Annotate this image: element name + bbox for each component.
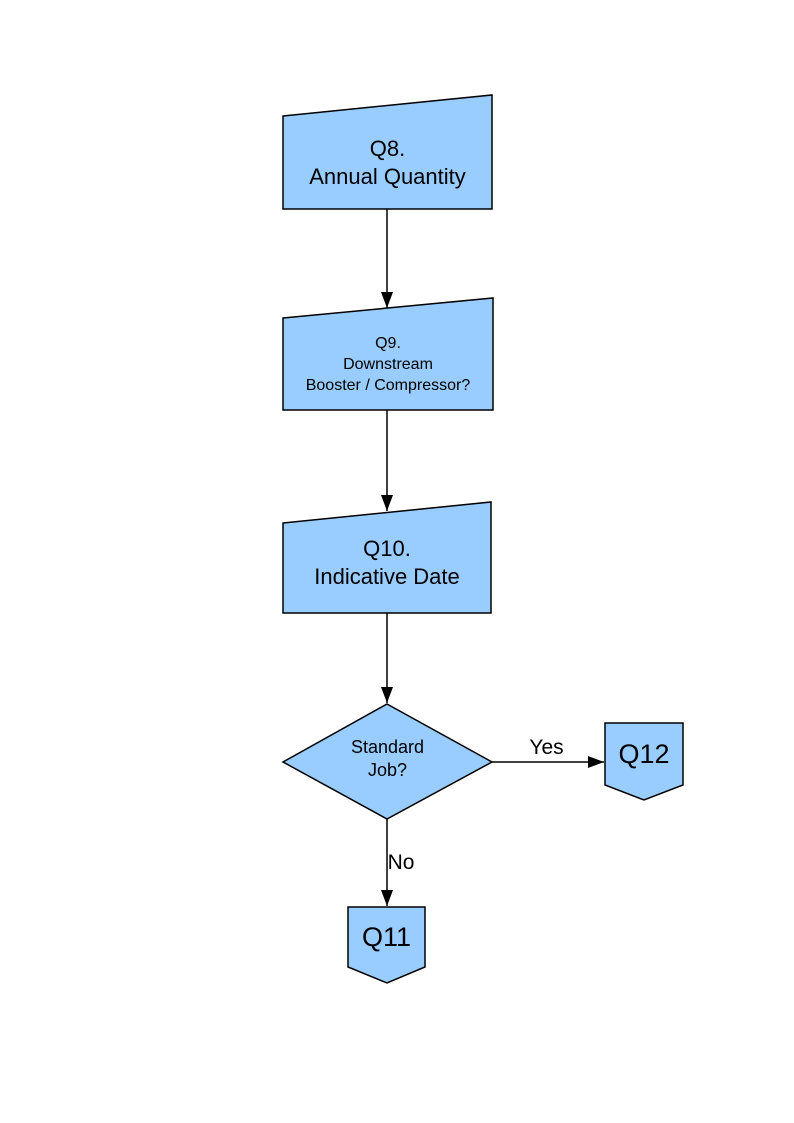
q12-node-shape (604, 722, 684, 801)
q11-node-shape (347, 906, 426, 984)
q9-node-shape (282, 297, 494, 411)
decision-node-label: Standard Job? (283, 702, 492, 815)
decision-node-shape (281, 703, 494, 820)
q9-node-label: Q9. Downstream Booster / Compressor? (283, 318, 493, 410)
q9-label-line: Downstream (343, 355, 433, 373)
q12-label-line: Q12 (618, 739, 670, 769)
q8-label-line: Annual Quantity (309, 163, 466, 189)
decision-label-line: Standard (350, 736, 425, 757)
no-edge-label: No (387, 851, 415, 874)
q8-node-label: Q8. Annual Quantity (283, 116, 492, 209)
q10-label-line: Indicative Date (314, 564, 460, 589)
yes-edge-label: Yes (529, 736, 564, 759)
q10-label-line: Q10. (363, 536, 411, 561)
q11-node-label: Q11 (348, 907, 425, 967)
q9-label-line: Booster / Compressor? (305, 376, 471, 394)
q11-label-line: Q11 (361, 922, 412, 952)
q8-label-line: Q8. (369, 135, 406, 161)
q10-node-shape (282, 501, 492, 614)
q8-node-shape (282, 94, 493, 210)
q10-node-label: Q10. Indicative Date (283, 513, 491, 613)
decision-label-line: Job? (367, 759, 408, 780)
q12-node-label: Q12 (605, 723, 683, 785)
q9-label-line: Q9. (375, 334, 401, 352)
